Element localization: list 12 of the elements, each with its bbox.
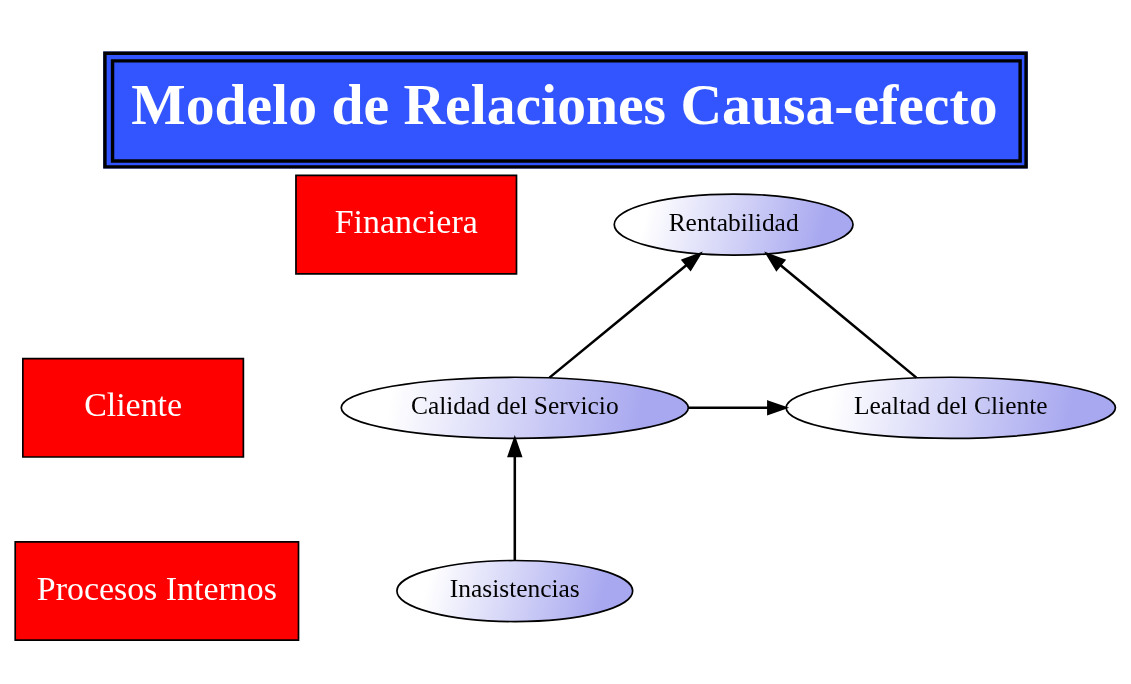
arrow <box>507 434 523 560</box>
arrow <box>764 251 918 379</box>
node-ellipse: Lealtad del Cliente <box>785 375 1117 439</box>
diagram-title: Modelo de Relaciones Causa-efecto <box>131 72 998 136</box>
node-box: Cliente <box>22 357 245 458</box>
node-ellipse: Calidad del Servicio <box>340 375 690 439</box>
node-ellipse: Inasistencias <box>396 559 634 622</box>
node-ellipse: Rentabilidad <box>613 192 854 256</box>
node-box: Procesos Internos <box>14 540 300 641</box>
arrow <box>548 251 703 379</box>
node-box: Financiera <box>295 174 518 275</box>
arrow <box>688 399 790 416</box>
